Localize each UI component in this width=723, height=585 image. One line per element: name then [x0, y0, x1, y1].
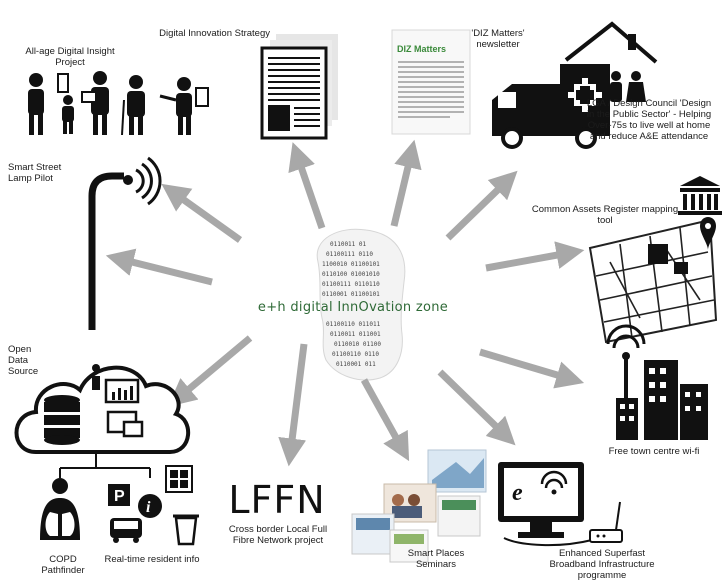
copd-person-icon [40, 478, 80, 540]
arrow-to-broadband [437, 369, 516, 446]
svg-text:0110001 011: 0110001 011 [336, 361, 376, 368]
arrow-to-lffn [278, 343, 308, 467]
arrow-to-insight [161, 183, 243, 243]
svg-text:01100111 0110: 01100111 0110 [326, 251, 373, 258]
open-data-cloud-icon [14, 364, 191, 454]
label-open-data: Open Data Source [8, 344, 39, 377]
building-columns-icon [678, 176, 722, 215]
svg-text:01100110 011011: 01100110 011011 [326, 321, 381, 328]
svg-text:0110011 011001: 0110011 011001 [330, 331, 381, 338]
svg-text:0110100 01001010: 0110100 01001010 [322, 271, 380, 278]
svg-text:0110011 01: 0110011 01 [330, 241, 367, 248]
label-insight: All-age Digital Insight Project [25, 46, 115, 68]
label-street-lamp: Smart Street Lamp Pilot [8, 162, 62, 184]
svg-text:0110010 01100: 0110010 01100 [334, 341, 381, 348]
arrow-to-lga [445, 170, 518, 241]
arrow-to-smart-places [360, 378, 410, 462]
svg-text:e: e [512, 480, 523, 506]
svg-text:01100111 0110110: 01100111 0110110 [322, 281, 380, 288]
arrow-to-assets [485, 241, 585, 272]
people-group-icon [28, 71, 209, 136]
label-realtime: Real-time resident info [104, 554, 200, 565]
arrow-to-wifi [479, 348, 585, 389]
label-newsletter: 'DIZ Matters' newsletter [471, 28, 525, 50]
strategy-document-icon [260, 34, 338, 140]
label-lffn: Cross border Local Full Fibre Network pr… [228, 524, 328, 546]
central-head-binary: 0110011 01 01100111 0110 1100010 0110010… [316, 228, 406, 381]
connector-arrows [105, 139, 585, 467]
label-smart-places: Smart Places Seminars [407, 548, 465, 570]
label-strategy: Digital Innovation Strategy [159, 28, 270, 39]
label-lga: LGA / Design Council 'Design in the Publ… [586, 98, 712, 142]
wifi-buildings-icon [606, 324, 708, 440]
svg-text:P: P [114, 488, 125, 505]
svg-text:1100010 01100101: 1100010 01100101 [322, 261, 380, 268]
street-map-icon [588, 217, 718, 344]
lffn-title: LFFN [228, 478, 326, 522]
svg-text:0110001 01100101: 0110001 01100101 [322, 291, 380, 298]
monitor-router-icon: e [498, 462, 623, 547]
center-title: e+h digital InnOvation zone [257, 300, 449, 315]
label-broadband: Enhanced Superfast Broadband Infrastruct… [549, 548, 655, 581]
newsletter-page-icon [391, 29, 471, 135]
open-data-connector [59, 454, 151, 478]
arrow-to-street-lamp [105, 248, 213, 286]
svg-text:i: i [146, 499, 151, 516]
realtime-info-icons: P i [108, 465, 199, 546]
arrow-to-open-data [167, 335, 253, 407]
ambulance-house-icon [492, 21, 658, 149]
label-wifi: Free town centre wi-fi [608, 446, 700, 457]
newsletter-doc-title: DIZ Matters [397, 44, 447, 54]
arrow-to-newsletter [390, 139, 422, 227]
svg-text:01100110 0110: 01100110 0110 [332, 351, 379, 358]
label-assets: Common Assets Register mapping tool [531, 204, 679, 226]
arrow-to-strategy [288, 142, 326, 230]
street-lamp-icon [88, 156, 162, 330]
seminar-photos [351, 449, 487, 563]
label-copd: COPD Pathfinder [41, 554, 85, 576]
